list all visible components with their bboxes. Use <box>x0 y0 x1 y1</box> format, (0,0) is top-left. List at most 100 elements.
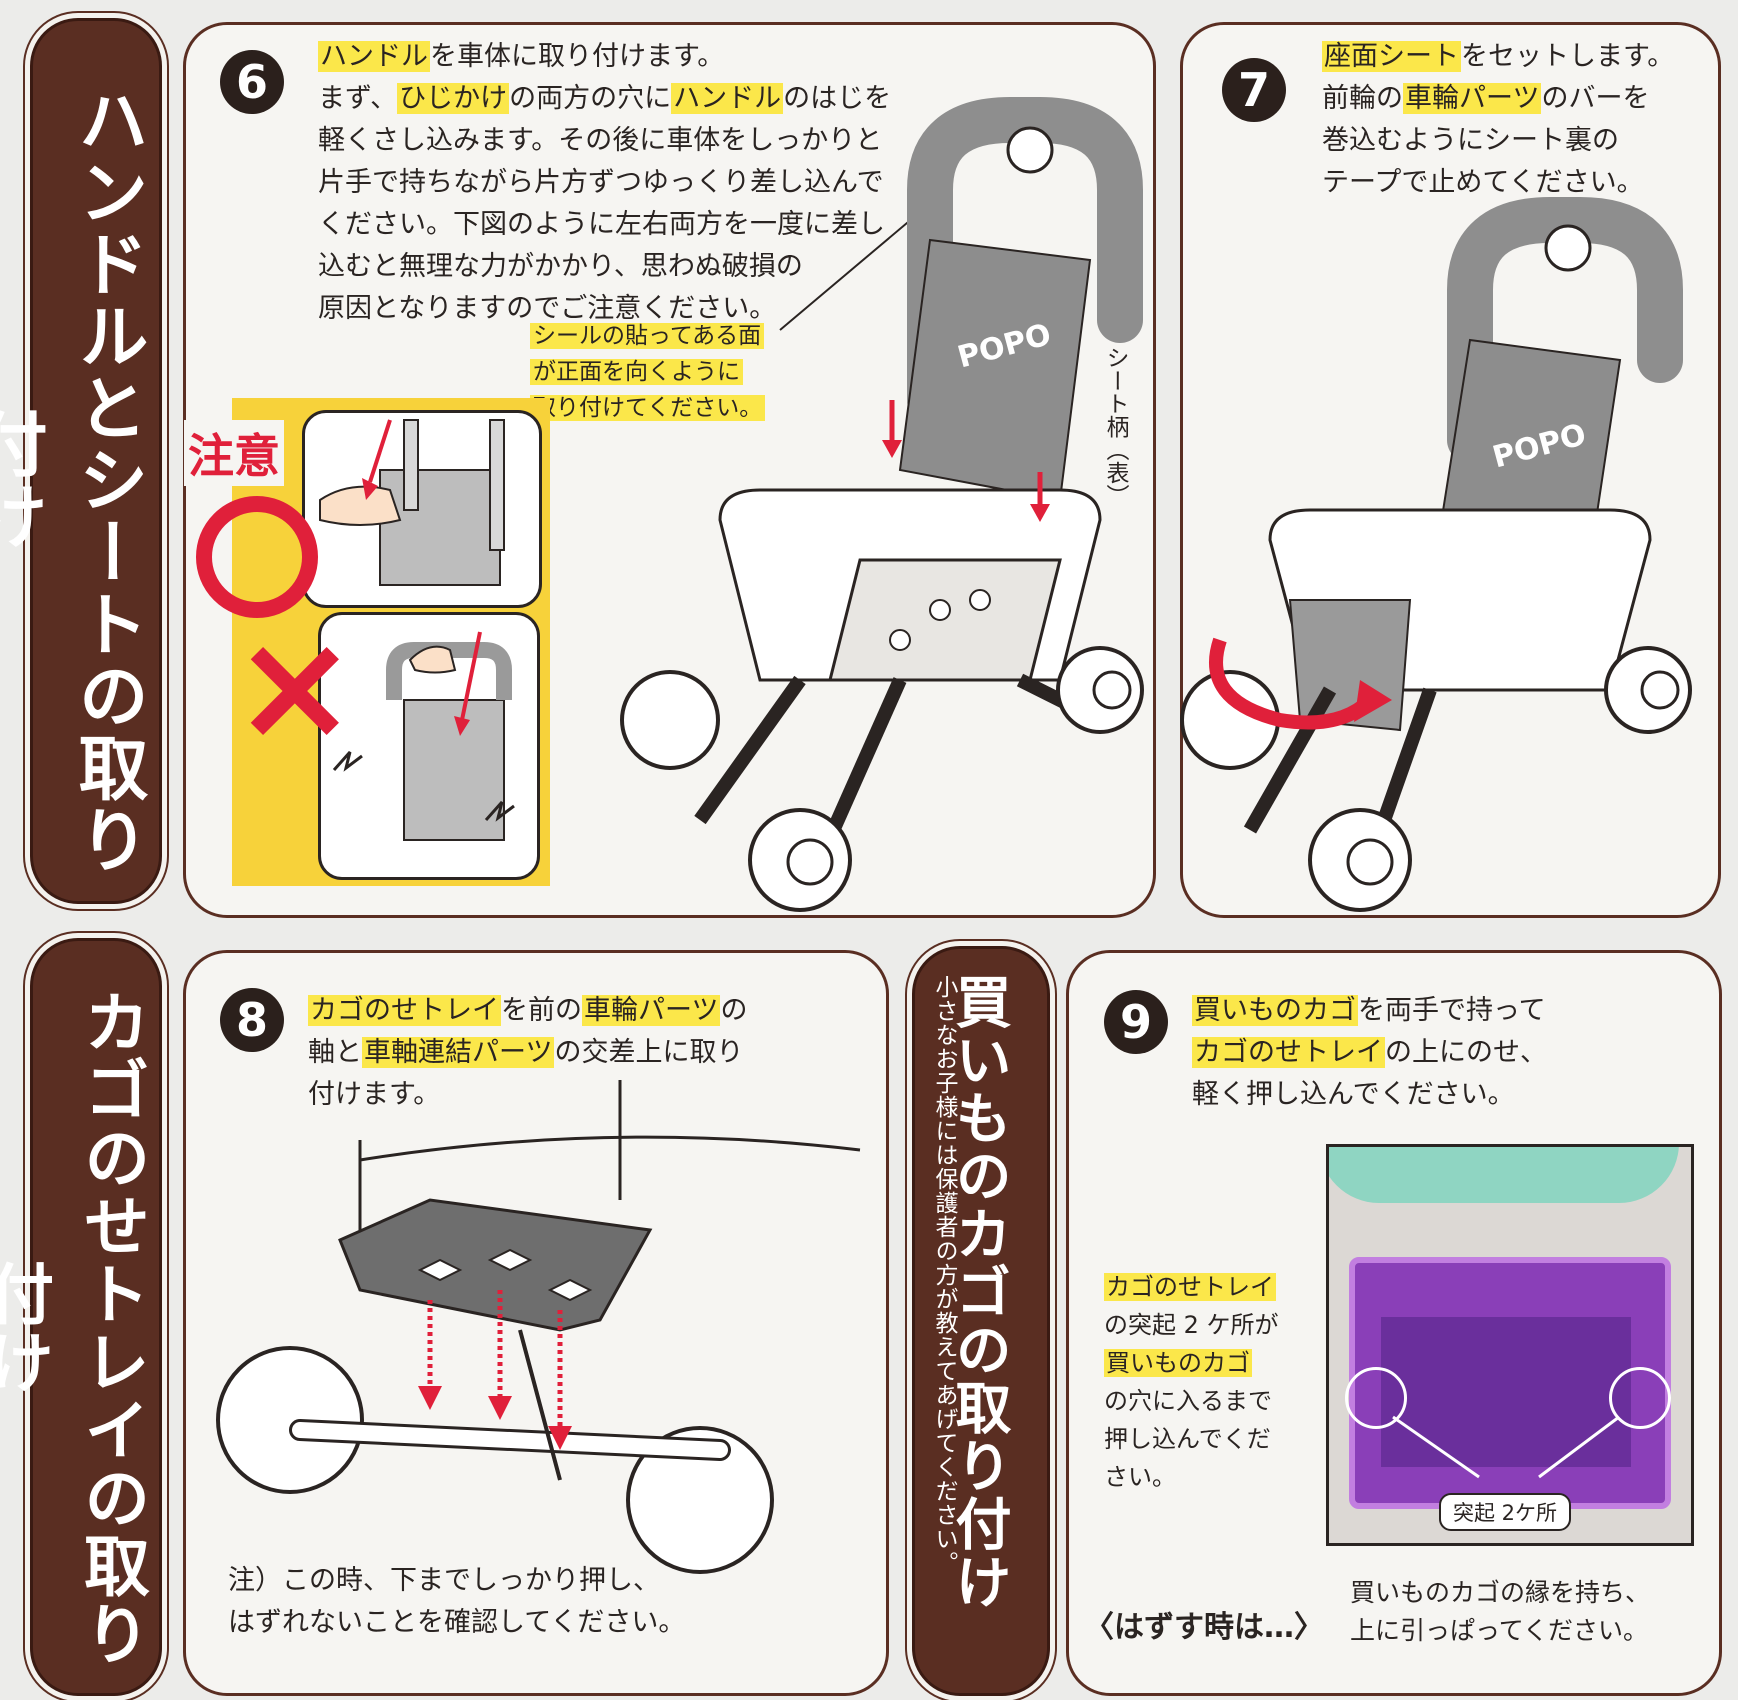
step-9-text-line: 軽く押し込んでください。 <box>1192 1074 1692 1116</box>
step-7-number: 7 <box>1222 58 1286 122</box>
step-9-side-segment: カゴのせトレイ <box>1104 1273 1276 1301</box>
remove-heading: 〈はずす時は…〉 <box>1084 1610 1324 1645</box>
step-7-text-segment: 車輪パーツ <box>1403 83 1542 114</box>
sticker-note: シールの貼ってある面が正面を向くように取り付けてください。 <box>530 318 790 426</box>
step-8-text-segment: 車輪パーツ <box>582 995 721 1026</box>
step-9-photo: 突起 2ケ所 <box>1326 1144 1694 1546</box>
step-6-text-line: ハンドルを車体に取り付けます。 <box>318 36 898 78</box>
step-9-side-line: の穴に入るまで <box>1104 1382 1324 1420</box>
step-8-text-segment: カゴのせトレイ <box>308 995 501 1026</box>
step-9-side-line: 買いものカゴ <box>1104 1344 1324 1382</box>
step-9-number: 9 <box>1104 990 1168 1054</box>
step-6-instructions: ハンドルを車体に取り付けます。まず、ひじかけの両方の穴にハンドルのはじを軽くさし… <box>318 36 898 330</box>
step-9-side-segment: の突起 2 ケ所が <box>1104 1311 1279 1339</box>
step-7-text-line: テープで止めてください。 <box>1322 162 1702 204</box>
section-subtitle-basket: 小さなお子様には保護者の方が教えてあげてください。 <box>931 975 957 1575</box>
step-9-text-line: 買いものカゴを両手で持って <box>1192 990 1692 1032</box>
sticker-note-leader <box>779 211 921 331</box>
sticker-note-line: 取り付けてください。 <box>530 390 790 426</box>
section-tab-basket: 小さなお子様には保護者の方が教えてあげてください。 買いものカゴの取り付け <box>912 946 1050 1696</box>
step-8-instructions: カゴのせトレイを前の車輪パーツの軸と車軸連結パーツの交差上に取り付けます。 <box>308 990 868 1116</box>
step-7-text-line: 巻込むようにシート裏の <box>1322 120 1702 162</box>
step-7-text-segment: テープで止めてください。 <box>1322 167 1644 198</box>
step-6-text-line: 片手で持ちながら片方ずつゆっくり差し込んで <box>318 162 898 204</box>
step-9-text-segment: カゴのせトレイ <box>1192 1037 1385 1068</box>
step-6-text-line: ください。下図のように左右両方を一度に差し <box>318 204 898 246</box>
step-6-text-segment: 片手で持ちながら片方ずつゆっくり差し込んで <box>318 167 884 198</box>
remove-instructions-line: 買いものカゴの縁を持ち、 <box>1350 1578 1651 1607</box>
section-tab-tray: カゴのせトレイの取り付け <box>0 938 162 1696</box>
remove-instructions: 買いものカゴの縁を持ち、上に引っぱってください。 <box>1350 1574 1710 1650</box>
step-7-instructions: 座面シートをセットします。前輪の車輪パーツのバーを巻込むようにシート裏のテープで… <box>1322 36 1702 204</box>
step-9-side-segment: さい。 <box>1104 1463 1176 1491</box>
seat-pattern-label: シート柄（表） <box>1102 346 1128 507</box>
step-7-text-segment: をセットします。 <box>1461 41 1675 72</box>
step-9-side-line: 押し込んでくだ <box>1104 1420 1324 1458</box>
step-6-text-segment: ひじかけ <box>397 83 510 114</box>
sticker-note-line: シールの貼ってある面 <box>530 318 790 354</box>
step-6-number: 6 <box>220 50 284 114</box>
step-6-text-line: まず、ひじかけの両方の穴にハンドルのはじを <box>318 78 898 120</box>
step-8-number: 8 <box>220 988 284 1052</box>
step-6-text-segment: 込むと無理な力がかかり、思わぬ破損の <box>318 251 803 282</box>
step-8-note: 注）この時、下までしっかり押し、はずれないことを確認してください。 <box>228 1560 868 1644</box>
step-8-text-segment: の交差上に取り <box>554 1037 744 1068</box>
step-6-text-line: 軽くさし込みます。その後に車体をしっかりと <box>318 120 898 162</box>
step-9-instructions: 買いものカゴを両手で持ってカゴのせトレイの上にのせ、軽く押し込んでください。 <box>1192 990 1692 1116</box>
section-tab-handle-seat: ハンドルとシートの取り付け <box>0 18 162 904</box>
step-6-text-segment: ハンドル <box>318 41 430 72</box>
remove-instructions-line: 上に引っぱってください。 <box>1350 1616 1649 1645</box>
basket-inner <box>1381 1317 1631 1467</box>
step-7-text-line: 前輪の車輪パーツのバーを <box>1322 78 1702 120</box>
section-title-basket: 買いものカゴの取り付け <box>946 973 1011 1611</box>
step-6-stroller-illustration: POPO <box>620 97 1144 912</box>
step-9-side-line: の突起 2 ケ所が <box>1104 1306 1324 1344</box>
caution-illustration-lines <box>319 419 515 841</box>
step-6-text-segment: 軽くさし込みます。その後に車体をしっかりと <box>318 125 883 156</box>
step-6-text-segment: の両方の穴に <box>509 83 672 114</box>
step-9-side-line: さい。 <box>1104 1458 1324 1496</box>
step-8-text-segment: を前の <box>501 995 582 1026</box>
protrusion-leader-lines <box>1392 1415 1620 1479</box>
step-8-text-line: 付けます。 <box>308 1074 868 1116</box>
step-9-text-segment: 買いものカゴ <box>1192 995 1358 1026</box>
step-7-text-line: 座面シートをセットします。 <box>1322 36 1702 78</box>
ng-cross-icon: × <box>232 600 358 774</box>
step-8-text-segment: 付けます。 <box>308 1079 441 1110</box>
step-7-text-segment: のバーを <box>1541 83 1650 114</box>
step-6-text-segment: を車体に取り付けます。 <box>430 41 725 72</box>
step-7-text-segment: 巻込むようにシート裏の <box>1322 125 1619 156</box>
step-7-text-segment: 座面シート <box>1322 41 1461 72</box>
step-9-text-line: カゴのせトレイの上にのせ、 <box>1192 1032 1692 1074</box>
step-9-text-segment: の上にのせ、 <box>1385 1037 1547 1068</box>
step-9-side-note: カゴのせトレイの突起 2 ケ所が買いものカゴの穴に入るまで押し込んでください。 <box>1104 1268 1324 1496</box>
step-8-tray-illustration <box>216 1080 861 1574</box>
step-8-note-line: はずれないことを確認してください。 <box>228 1607 686 1638</box>
step-6-text-segment: ください。下図のように左右両方を一度に差し <box>318 209 885 240</box>
protrusion-marker-right <box>1609 1367 1671 1429</box>
section-title-handle-seat: ハンドルとシートの取り付け <box>0 84 149 876</box>
step-6-text-segment: 原因となりますのでご注意ください。 <box>318 293 777 324</box>
step-9-side-segment: の穴に入るまで <box>1104 1387 1272 1415</box>
step-8-text-segment: の <box>720 995 748 1026</box>
step-9-text-segment: 軽く押し込んでください。 <box>1192 1079 1515 1110</box>
section-title-tray: カゴのせトレイの取り付け <box>0 988 150 1668</box>
step-8-text-segment: 車軸連結パーツ <box>362 1037 555 1068</box>
step-8-text-line: カゴのせトレイを前の車輪パーツの <box>308 990 868 1032</box>
step-6-text-line: 原因となりますのでご注意ください。 <box>318 288 898 330</box>
step-9-side-segment: 押し込んでくだ <box>1104 1425 1271 1453</box>
step-7-stroller-illustration: POPO <box>1180 197 1692 912</box>
step-8-text-segment: 軸と <box>308 1037 362 1068</box>
step-6-text-line: 込むと無理な力がかかり、思わぬ破損の <box>318 246 898 288</box>
step-7-text-segment: 前輪の <box>1322 83 1403 114</box>
step-9-text-segment: を両手で持って <box>1358 995 1546 1026</box>
step-6-text-segment: まず、 <box>318 83 398 114</box>
step-8-note-line: 注）この時、下までしっかり押し、 <box>228 1565 660 1596</box>
step-8-text-line: 軸と車軸連結パーツの交差上に取り <box>308 1032 868 1074</box>
step-6-text-segment: ハンドル <box>671 83 784 114</box>
step-9-side-segment: 買いものカゴ <box>1104 1349 1252 1377</box>
cart-frame-mint <box>1329 1147 1679 1203</box>
step-9-side-line: カゴのせトレイ <box>1104 1268 1324 1306</box>
protrusion-marker-left <box>1345 1367 1407 1429</box>
sticker-note-line: が正面を向くように <box>530 354 790 390</box>
